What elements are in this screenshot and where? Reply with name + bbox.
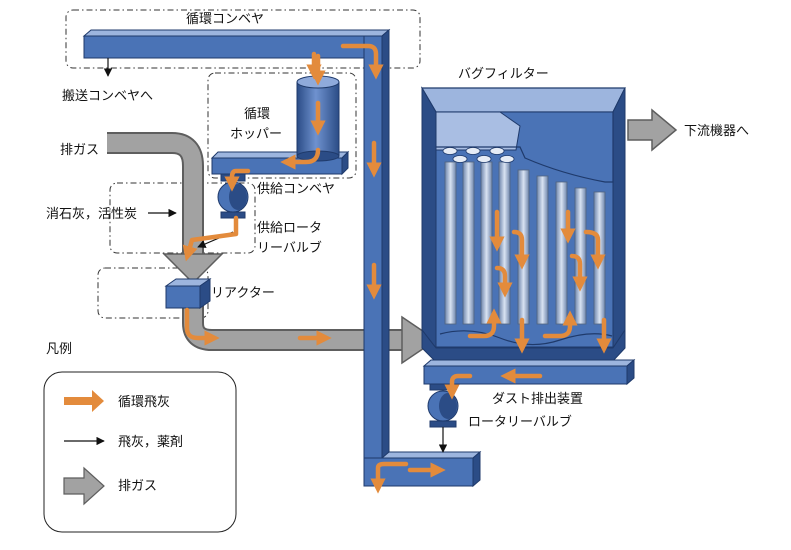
legend-item-exhaust-gas: 排ガス (63, 466, 157, 506)
circulation-conveyor (82, 28, 482, 488)
reactor-box (164, 278, 212, 309)
circulating-ash-arrows (182, 43, 612, 494)
dust-discharge-conveyor (422, 358, 636, 386)
circulation-hopper-label-line1: 循環 (244, 107, 270, 122)
to-downstream-label: 下流機器へ (684, 124, 749, 139)
circulation-conveyor-dashed-box (65, 9, 421, 69)
supply-conveyor-label: 供給コンベヤ (257, 182, 335, 197)
supply-rotary-valve-label-line1: 供給ロータ (257, 221, 322, 236)
legend-label-ash-reagent: 飛灰，薬剤 (118, 434, 183, 450)
bag-filter-label: バグフィルター (458, 67, 549, 82)
to-transport-conveyor-label: 搬送コンベヤへ (62, 89, 153, 104)
legend: 凡例 循環飛灰 飛灰，薬剤 排ガス (43, 342, 237, 533)
reactor-label: リアクター (211, 286, 275, 301)
filter-bag-openings (442, 147, 515, 163)
rotary-valve-label: ロータリーバルブ (468, 414, 572, 430)
circulation-hopper-label-line2: ホッパー (230, 127, 282, 142)
hopper-dashed-box (207, 72, 357, 179)
legend-label-circulating-ash: 循環飛灰 (118, 395, 170, 410)
legend-title: 凡例 (46, 342, 72, 357)
reagent-input-label: 消石灰，活性炭 (46, 207, 137, 222)
legend-label-exhaust-gas: 排ガス (118, 479, 157, 494)
legend-item-circulating-ash: 循環飛灰 (64, 390, 170, 412)
dust-discharge-label: ダスト排出装置 (492, 392, 583, 407)
legend-item-ash-reagent: 飛灰，薬剤 (64, 434, 183, 450)
gray-gas-arrow-icon (63, 466, 105, 506)
outlet-gas-arrow (627, 108, 678, 152)
supply-rotary-valve-label-line2: リーバルブ (257, 240, 322, 256)
circulation-conveyor-label: 循環コンベヤ (186, 12, 264, 27)
orange-arrow-icon (64, 390, 104, 412)
exhaust-gas-label: 排ガス (60, 143, 99, 158)
